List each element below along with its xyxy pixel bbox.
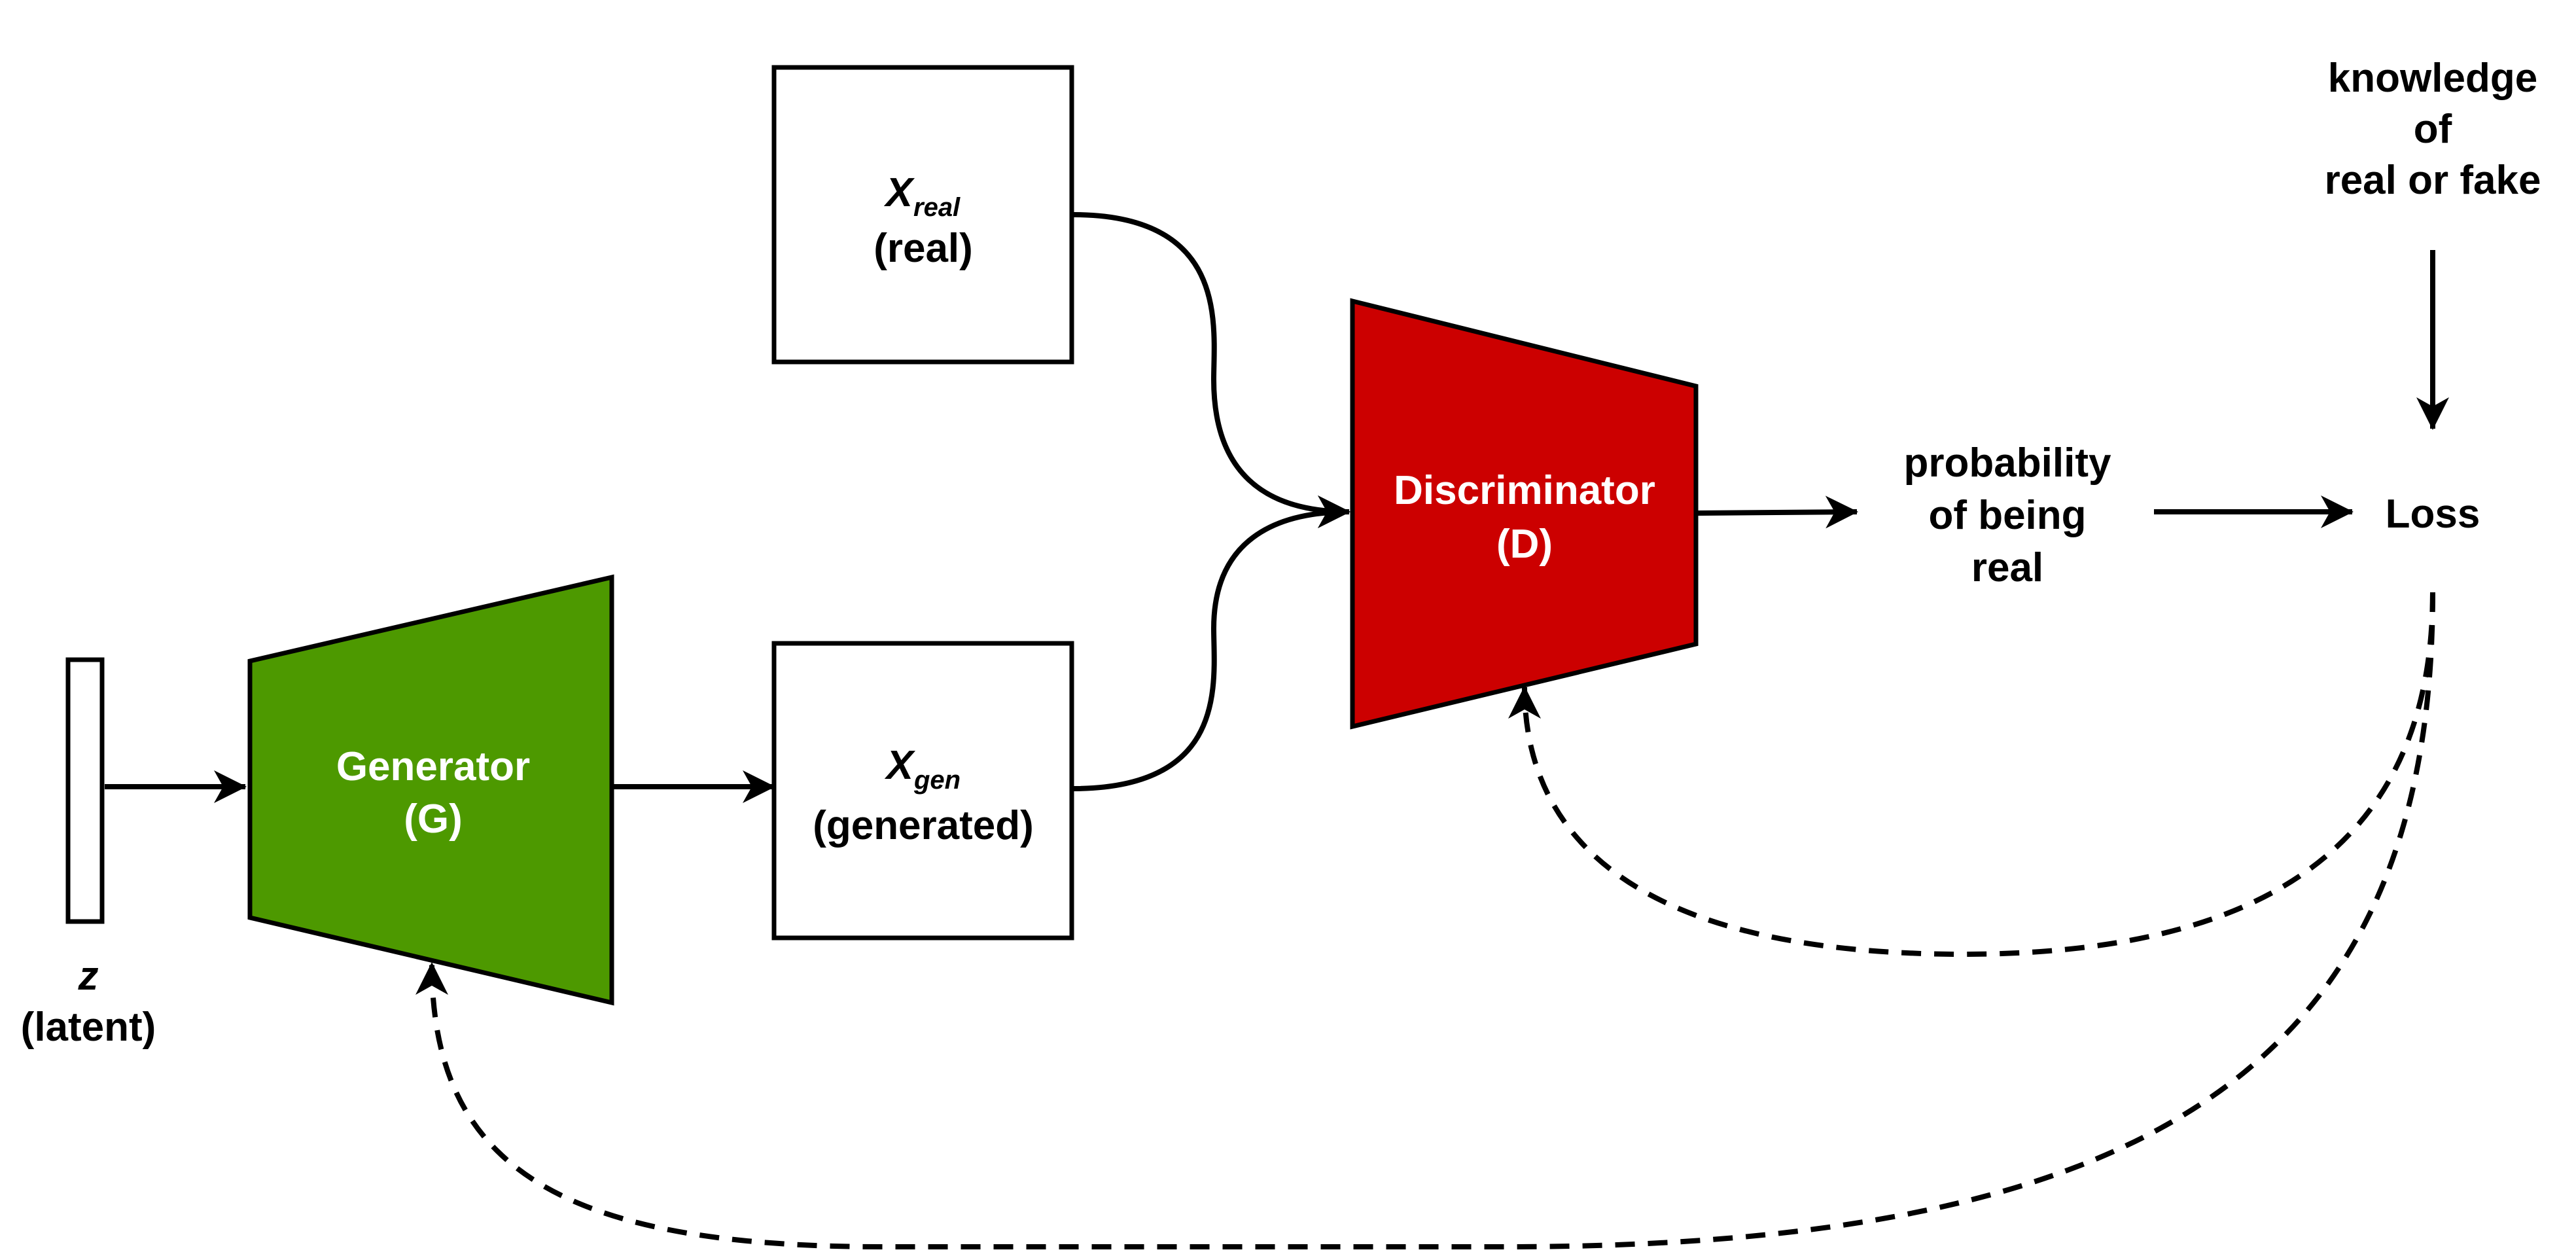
knowledge-line-1: knowledge: [2328, 56, 2537, 101]
knowledge-line-3: real or fake: [2325, 158, 2541, 203]
x-gen-label: (generated): [813, 803, 1034, 848]
x-gen-symbol: X: [885, 743, 916, 788]
x-real-subscript: real: [913, 193, 961, 222]
x-real-box: [771, 65, 1074, 365]
latent-vector: [65, 657, 105, 924]
generator-name: Generator: [336, 744, 530, 789]
discriminator-block: [1350, 298, 1699, 730]
edge-xreal-to-discriminator: [1072, 212, 1350, 528]
x-gen-box: [771, 641, 1074, 940]
edge-discriminator-to-probability: [1695, 495, 1858, 529]
x-gen-subscript: gen: [913, 766, 961, 795]
generator-abbr: (G): [404, 797, 463, 842]
discriminator-abbr: (D): [1496, 522, 1553, 567]
x-real-label: (real): [873, 226, 973, 271]
edge-loss-to-discriminator-feedback: [1508, 592, 2435, 958]
edge-loss-to-generator-feedback: [415, 592, 2435, 1249]
edge-xgen-to-discriminator: [1072, 495, 1350, 791]
probability-line-2: of being: [1928, 493, 2086, 538]
latent-symbol: z: [78, 954, 99, 999]
generator-block: [247, 574, 614, 1006]
discriminator-name: Discriminator: [1394, 468, 1655, 513]
x-real-symbol: X: [884, 170, 915, 215]
latent-label: (latent): [21, 1005, 156, 1050]
loss-label: Loss: [2386, 492, 2480, 537]
probability-line-1: probability: [1904, 440, 2111, 486]
probability-line-3: real: [1971, 545, 2043, 590]
knowledge-line-2: of: [2414, 107, 2452, 152]
